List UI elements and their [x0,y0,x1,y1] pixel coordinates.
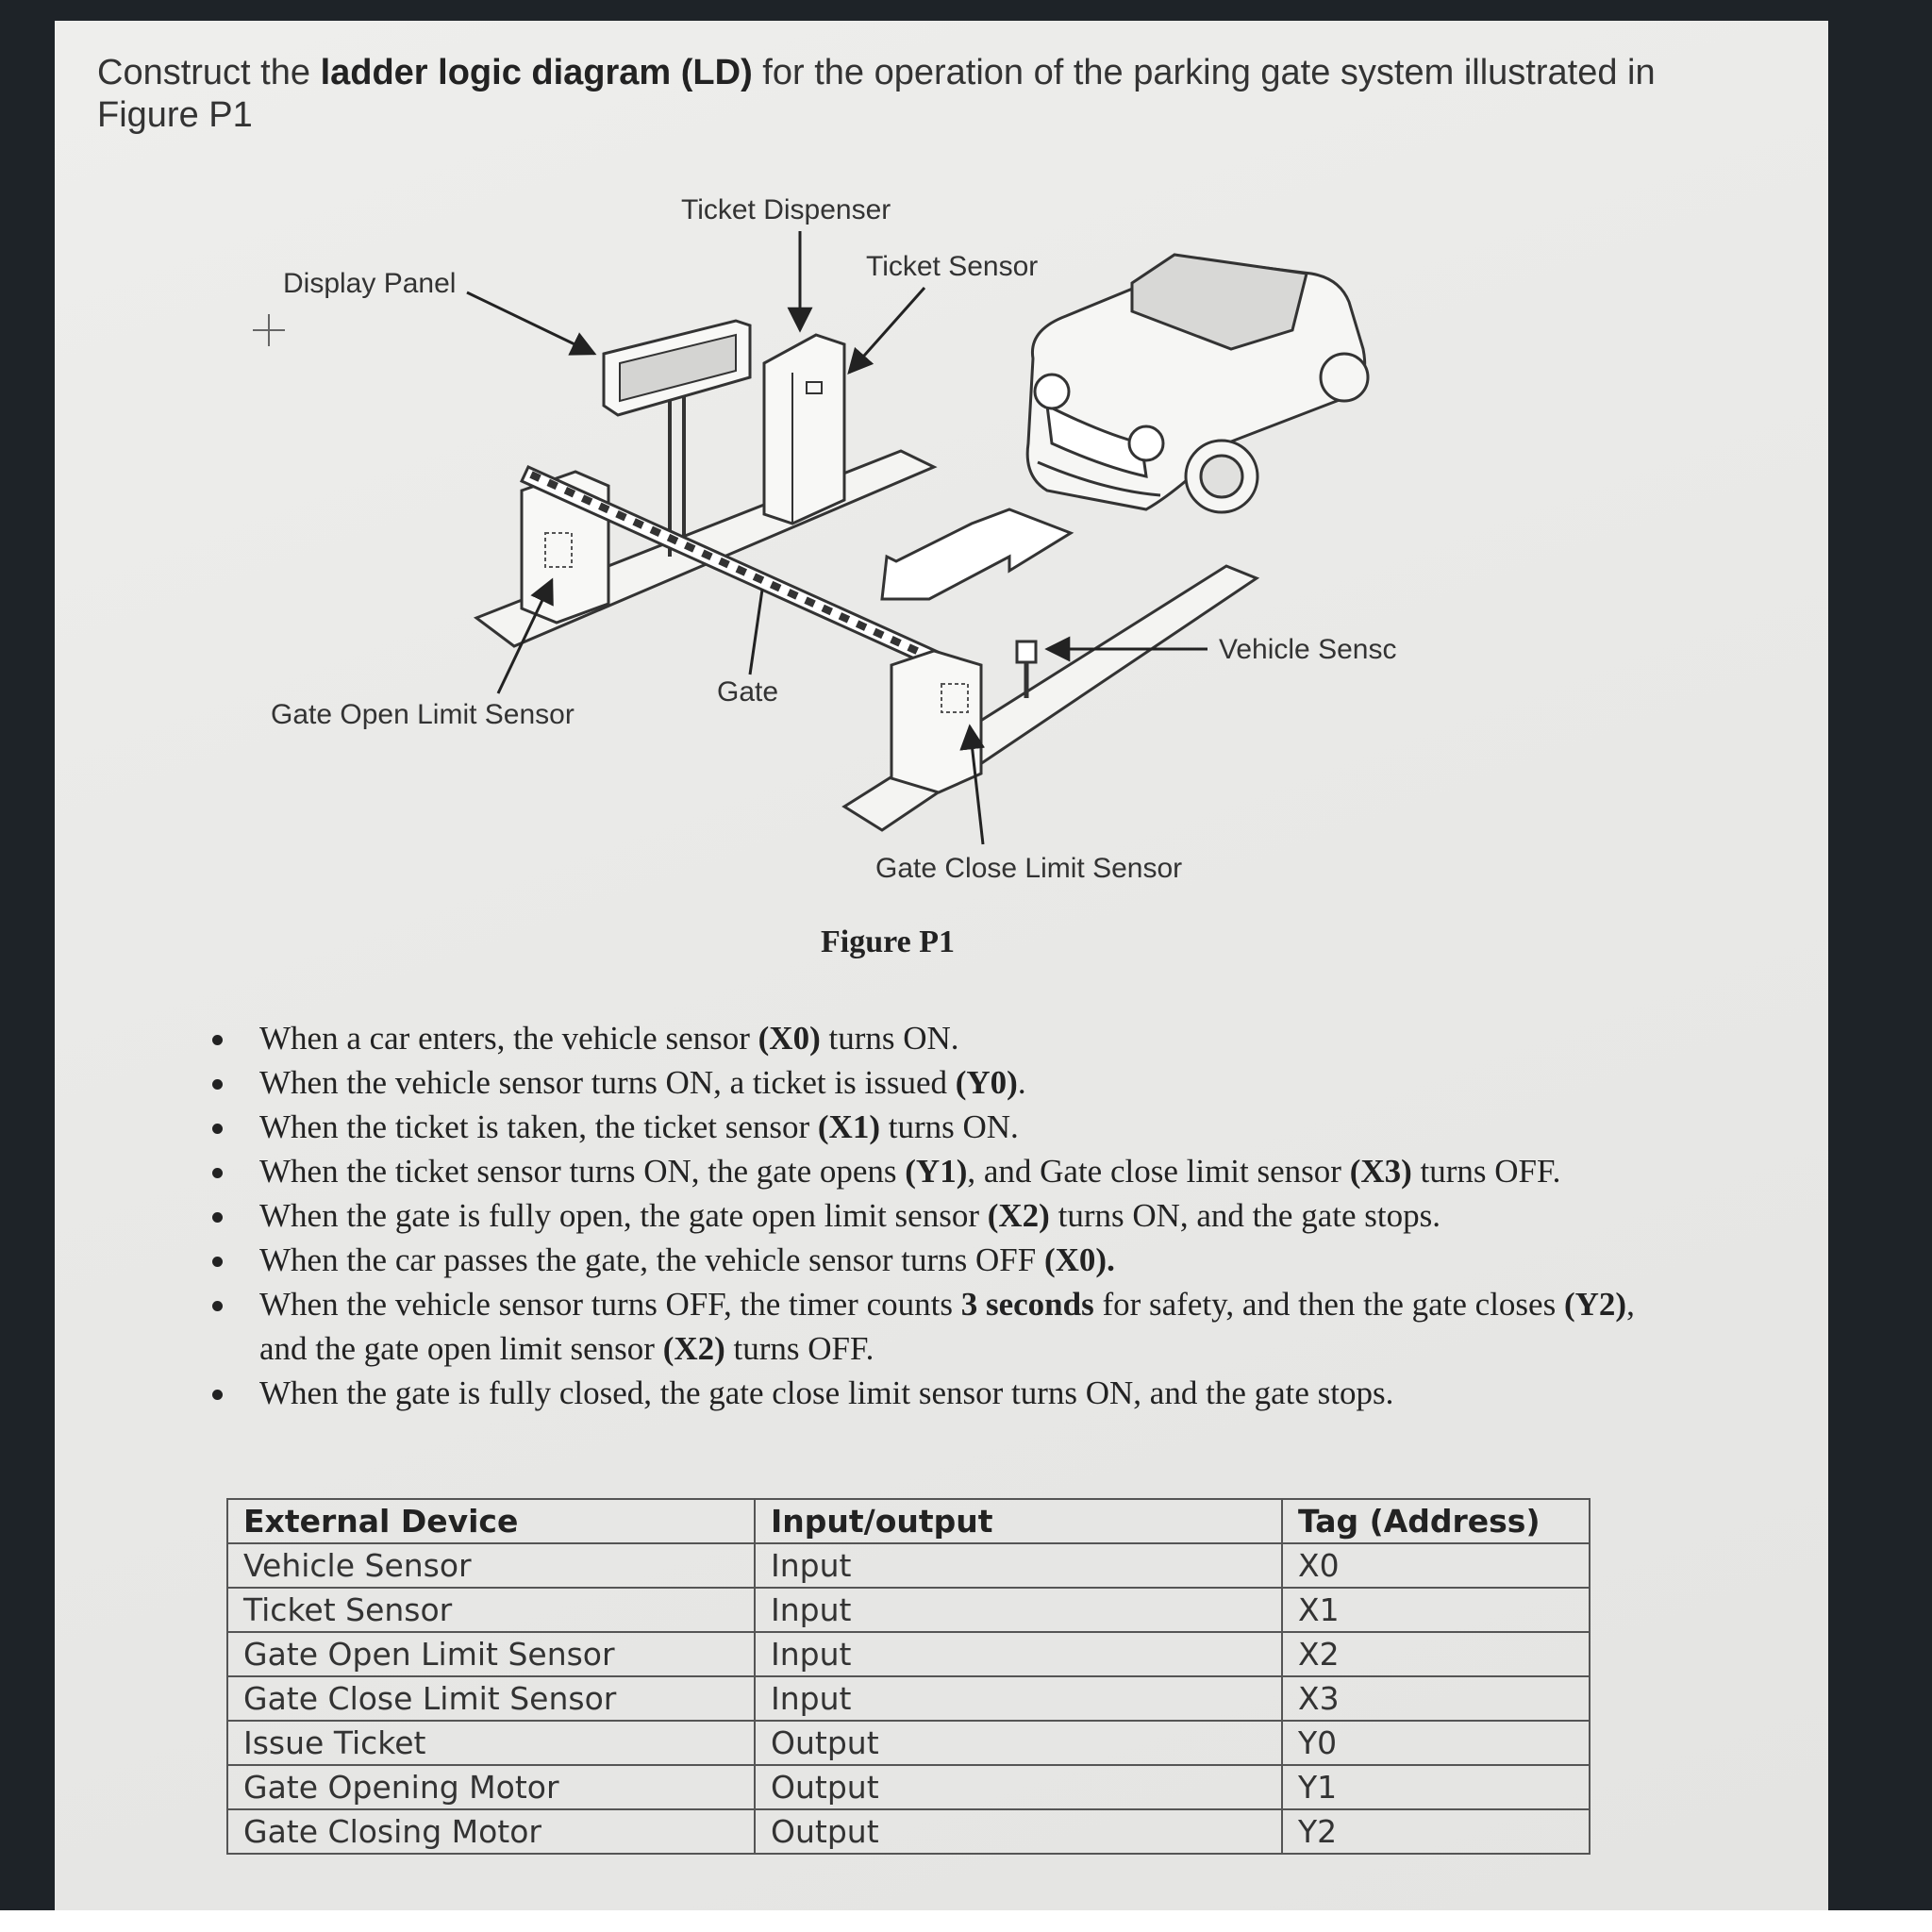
table-cell: Y2 [1281,1808,1591,1855]
bullet-icon [212,1168,223,1178]
operation-steps-list: When a car enters, the vehicle sensor (X… [198,1016,1670,1415]
table-cell: Input [754,1542,1283,1589]
list-item: When a car enters, the vehicle sensor (X… [198,1016,1670,1060]
label-gate-open-limit-sensor: Gate Open Limit Sensor [271,699,575,730]
crosshair-icon [253,314,285,346]
label-ticket-sensor: Ticket Sensor [866,251,1038,282]
bullet-icon [212,1212,223,1223]
bullet-icon [212,1124,223,1134]
vehicle-sensor-shape [1015,640,1038,698]
table-header-row: External Device Input/output Tag (Addres… [226,1498,1591,1544]
table-cell: Output [754,1720,1283,1766]
list-item: When the car passes the gate, the vehicl… [198,1238,1670,1282]
direction-arrow-icon [880,508,1074,601]
question-bold-term: ladder logic diagram (LD) [320,53,753,92]
label-vehicle-sensor: Vehicle Sensc [1219,634,1396,665]
car-shape [1025,253,1370,514]
table-cell: Output [754,1808,1283,1855]
header-input-output: Input/output [754,1498,1283,1544]
list-item: When the vehicle sensor turns ON, a tick… [198,1060,1670,1105]
table-cell: X2 [1281,1631,1591,1677]
table-cell: X1 [1281,1587,1591,1633]
list-item: When the ticket is taken, the ticket sen… [198,1105,1670,1149]
table-cell: X3 [1281,1675,1591,1722]
table-cell: Vehicle Sensor [226,1542,756,1589]
question-text: Construct the ladder logic diagram (LD) … [97,53,1656,135]
list-item: When the vehicle sensor turns OFF, the t… [198,1282,1670,1371]
table-cell: Y0 [1281,1720,1591,1766]
ticket-dispenser-shape [762,333,846,525]
list-item: When the gate is fully open, the gate op… [198,1193,1670,1238]
bullet-icon [212,1301,223,1311]
figure-caption: Figure P1 [821,924,955,959]
label-ticket-dispenser: Ticket Dispenser [681,194,891,225]
gate-post-right [890,649,983,794]
header-tag-address: Tag (Address) [1281,1498,1591,1544]
table-cell: Input [754,1631,1283,1677]
table-cell: Issue Ticket [226,1720,756,1766]
bullet-icon [212,1257,223,1267]
parking-gate-figure: Ticket Dispenser Ticket Sensor Display P… [253,194,1396,884]
io-assignment-table: External Device Input/output Tag (Addres… [226,1498,1591,1855]
label-display-panel: Display Panel [283,268,456,299]
leader-lines [466,231,1208,845]
display-panel-shape [602,319,752,557]
table-cell: Gate Close Limit Sensor [226,1675,756,1722]
list-item: When the ticket sensor turns ON, the gat… [198,1149,1670,1193]
screen-bezel-top [0,0,1932,21]
table-cell: X0 [1281,1542,1591,1589]
table-cell: Output [754,1764,1283,1810]
screen-margin-bottom [0,1910,1932,1932]
bullet-icon [212,1390,223,1400]
list-item: When the gate is fully closed, the gate … [198,1371,1670,1415]
label-gate: Gate [717,676,778,708]
table-cell: Ticket Sensor [226,1587,756,1633]
table-cell: Y1 [1281,1764,1591,1810]
header-external-device: External Device [226,1498,756,1544]
bullet-icon [212,1035,223,1045]
bullet-icon [212,1079,223,1090]
table-cell: Input [754,1587,1283,1633]
table-cell: Input [754,1675,1283,1722]
table-cell: Gate Open Limit Sensor [226,1631,756,1677]
label-gate-close-limit-sensor: Gate Close Limit Sensor [875,853,1182,884]
table-cell: Gate Closing Motor [226,1808,756,1855]
screen-bezel-right [1825,0,1932,1915]
screen-bezel-left [0,0,57,1915]
table-cell: Gate Opening Motor [226,1764,756,1810]
